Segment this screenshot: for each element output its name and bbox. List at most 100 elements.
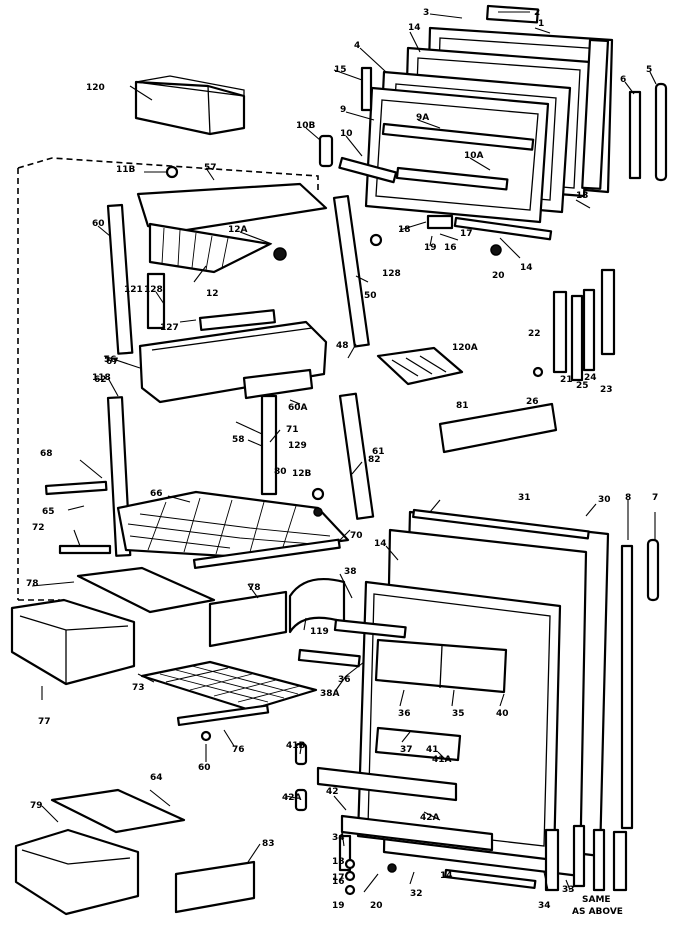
door-gasket-strip-4: [612, 830, 628, 892]
callout: 10: [340, 129, 353, 139]
shelf-bracket-left: [44, 480, 108, 496]
freezer-bin: [318, 134, 334, 168]
shelf-front-strip: [58, 544, 112, 555]
callout: 38A: [320, 689, 340, 699]
callout: 1: [538, 19, 544, 29]
freezer-shelf-assembly: [106, 165, 370, 355]
callout: 58: [232, 435, 245, 445]
callout: 42A: [420, 813, 440, 823]
callout: 66: [150, 489, 163, 499]
door-gasket-strips: [532, 268, 616, 382]
callout: 16: [444, 243, 457, 253]
door-top-strip: [412, 508, 590, 540]
callout: 17: [332, 873, 345, 883]
freezer-basket: [134, 75, 246, 136]
callout: 9: [340, 105, 346, 115]
callout: 7: [652, 493, 658, 503]
callout: 73: [132, 683, 145, 693]
callout: 60: [198, 763, 211, 773]
freezer-handle: [654, 82, 668, 182]
rail-left: [106, 203, 134, 355]
callout: 128: [144, 285, 163, 295]
door-gasket-strip-2: [572, 824, 586, 888]
callout: 41B: [286, 741, 306, 751]
callout: 16: [332, 877, 345, 887]
hinge-bracket: [426, 214, 454, 230]
callout: 41: [426, 745, 439, 755]
callout: 13: [576, 191, 589, 201]
callout: 8: [625, 493, 631, 503]
callout: 37: [400, 745, 413, 755]
door-gasket-strip-3: [592, 828, 606, 892]
callout: 22: [528, 329, 541, 339]
callout: 60: [92, 219, 105, 229]
callout: 79: [30, 801, 43, 811]
callout: 35: [452, 709, 465, 719]
freezer-hinge-strip: [453, 216, 553, 241]
air-duct: [242, 368, 314, 400]
callout: 56: [104, 355, 117, 365]
callout: 36: [338, 675, 351, 685]
cantilever-shelf: [116, 490, 350, 558]
callout: 15: [334, 65, 347, 75]
callout: 119: [310, 627, 329, 637]
shelf-clip-b: [311, 487, 325, 501]
crisper-guide: [288, 578, 346, 634]
callout: 14: [520, 263, 533, 273]
callout: 40: [496, 709, 509, 719]
callout: 26: [526, 397, 539, 407]
callout: 127: [160, 323, 179, 333]
screw-lower: [200, 730, 212, 742]
drain-trough: [438, 402, 558, 454]
callout: 60A: [288, 403, 308, 413]
crisper-drawer-front: [208, 590, 288, 648]
callout: 129: [288, 441, 307, 451]
callout: 68: [40, 449, 53, 459]
crisper-front-lower: [174, 860, 256, 914]
callout: 42: [326, 787, 339, 797]
callout: 18: [332, 857, 345, 867]
callout: 34: [538, 901, 551, 911]
callout: 81: [456, 401, 469, 411]
callout: 12: [206, 289, 219, 299]
callout: 21: [560, 375, 573, 385]
shelf-clip-c: [313, 507, 323, 517]
door-screw-1: [344, 858, 356, 870]
crisper-pan-lower: [14, 828, 140, 916]
butter-shelf: [374, 726, 462, 762]
door-gasket-strip-1: [544, 828, 560, 892]
callout: 57: [204, 163, 217, 173]
freezer-trim-strip: [581, 38, 610, 190]
door-trim-vertical: [620, 544, 634, 830]
callout: 72: [32, 523, 45, 533]
callout: 121: [124, 285, 143, 295]
same-as-above-line1: SAME: [582, 895, 611, 905]
control-knob-bar: [198, 309, 276, 332]
callout: 14: [408, 23, 421, 33]
freezer-light-shield: [136, 182, 328, 234]
egg-shelf: [333, 618, 407, 639]
callout: 120: [86, 83, 105, 93]
callout: 24: [584, 373, 597, 383]
fresh-food-door-assembly: [294, 508, 660, 896]
callout: 31: [518, 493, 531, 503]
ice-tray: [376, 346, 464, 386]
callout: 33: [562, 885, 575, 895]
callout: 32: [410, 889, 423, 899]
callout: 34: [332, 833, 345, 843]
light-socket: [273, 247, 287, 261]
door-stop: [297, 648, 361, 668]
freezer-door-assembly: [318, 4, 668, 256]
fresh-food-shelves: [44, 392, 375, 570]
callout: 118: [92, 373, 111, 383]
callout: 25: [576, 381, 589, 391]
leader-lines: [31, 11, 657, 893]
callout-numbers: 1 2 3 4 5 6 7 8 9 9A 10 10A 10B 11B 12 1…: [26, 8, 658, 917]
callout: 48: [336, 341, 349, 351]
callout: 65: [42, 507, 55, 517]
shelf-clip: [165, 165, 179, 179]
callout: 10B: [296, 121, 316, 131]
callout: 3: [423, 8, 429, 18]
shelf-trim: [192, 538, 341, 570]
callout: 128: [382, 269, 401, 279]
